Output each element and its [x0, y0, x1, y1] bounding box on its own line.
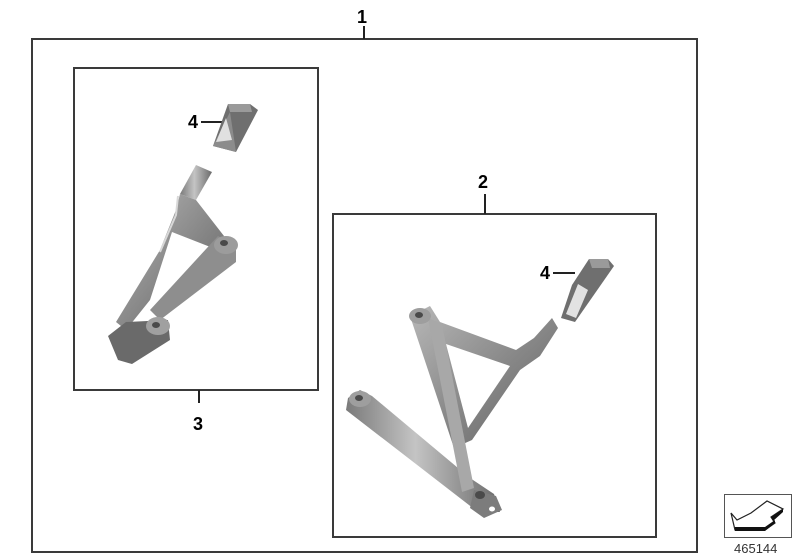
- rubber-pad-left[interactable]: [213, 104, 258, 152]
- left-assembly-frame: [73, 67, 319, 391]
- rubber-pad-right[interactable]: [561, 259, 614, 322]
- callout-4-left[interactable]: 4: [188, 112, 199, 132]
- callout-3[interactable]: 3: [193, 414, 204, 434]
- callout-4-right[interactable]: 4: [540, 263, 551, 283]
- callout-line-3: [198, 390, 200, 403]
- reference-number: 465144: [734, 541, 778, 556]
- callout-line-4-right: [553, 272, 575, 274]
- footrest-bracket-left[interactable]: [108, 165, 238, 364]
- outer-frame: [31, 38, 698, 553]
- callout-2[interactable]: 2: [478, 172, 489, 192]
- callout-line-1: [363, 26, 365, 39]
- direction-arrow-icon: [730, 500, 785, 531]
- footrest-bracket-right[interactable]: [346, 306, 558, 518]
- reference-icon-box: [724, 494, 792, 538]
- callout-line-4-left: [201, 121, 225, 123]
- callout-line-2: [484, 194, 486, 214]
- right-assembly-frame: [332, 213, 657, 538]
- callout-1[interactable]: 1: [357, 7, 368, 27]
